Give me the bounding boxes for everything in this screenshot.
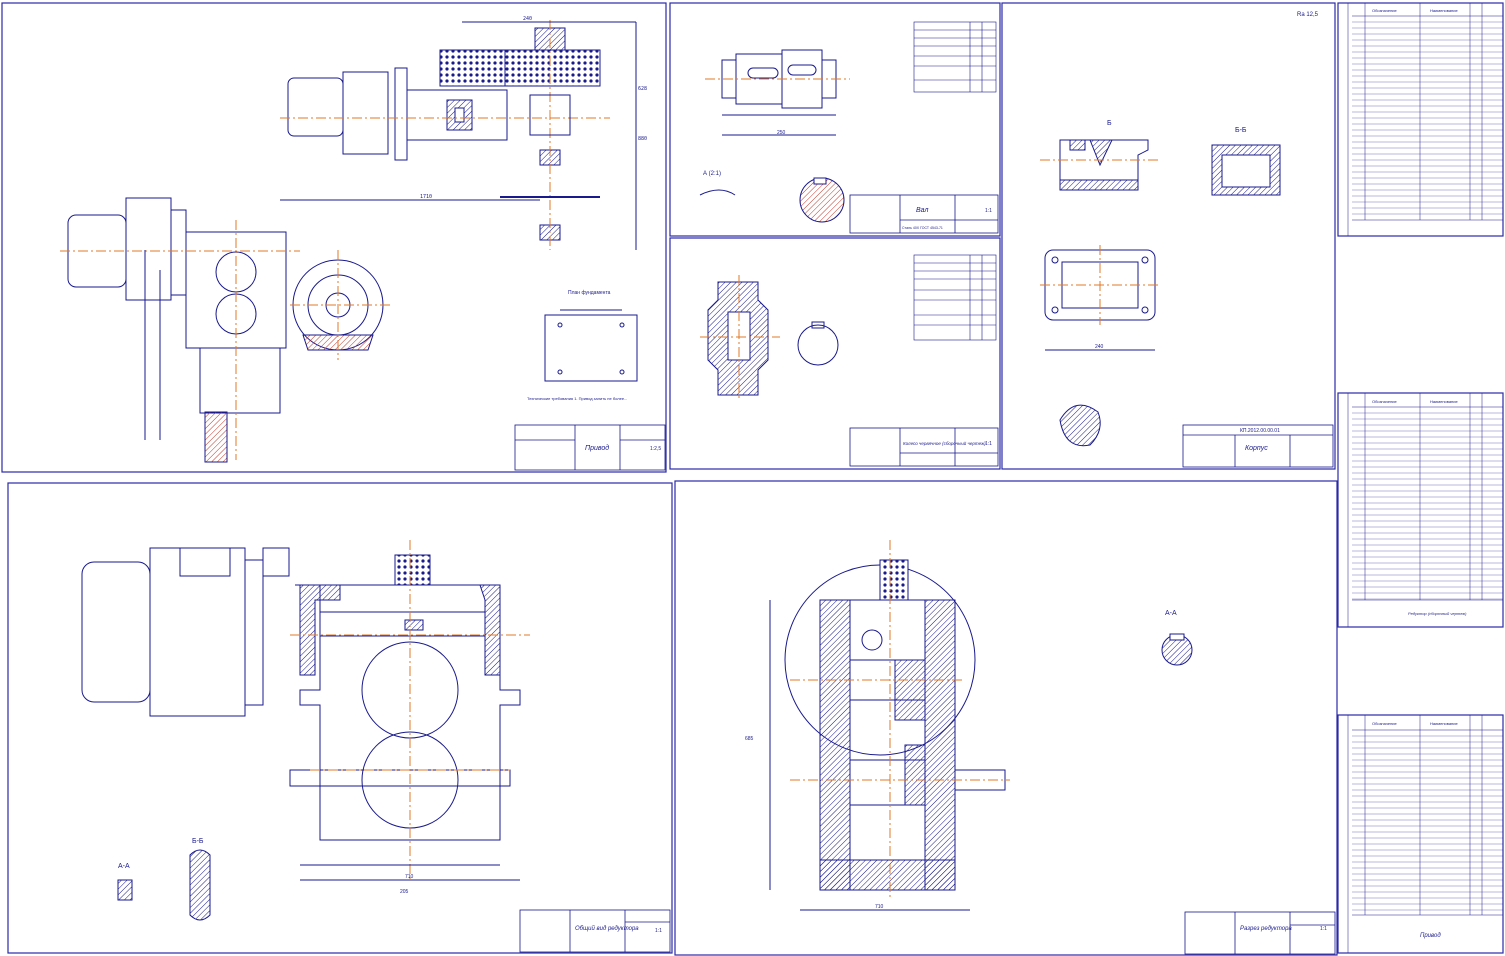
gearbox-section-drawing bbox=[769, 540, 1010, 911]
gearbox-section-scale: 1:1 bbox=[1320, 926, 1327, 932]
gearbox-dim-710: 710 bbox=[405, 874, 414, 880]
housing-section-label: Б-Б bbox=[1235, 127, 1247, 134]
shaft-material: Сталь 40Х ГОСТ 4543-71 bbox=[902, 226, 943, 230]
spec2-col-name: Наименование bbox=[1430, 399, 1459, 404]
gearbox-section-title: Разрез редуктора bbox=[1240, 926, 1292, 932]
wheel-title-block bbox=[849, 427, 999, 467]
housing-detail bbox=[1059, 404, 1101, 447]
drive-notes: Технические требования 1. Привод залить … bbox=[527, 396, 627, 401]
gearbox-section-views bbox=[117, 849, 211, 921]
wheel-drawing bbox=[700, 275, 839, 400]
gearbox-section-sheet: 710 685 А-А Разрез редуктора 1:1 bbox=[745, 540, 1336, 955]
housing-roughness: Ra 12,5 bbox=[1297, 12, 1319, 18]
spec-sheet-1 bbox=[1347, 3, 1503, 236]
gearbox-general-sheet: 710 205 А-А Б-Б Общий вид редуктора 1:1 bbox=[81, 540, 671, 953]
gearbox-body bbox=[289, 540, 530, 881]
section-dim-710: 710 bbox=[875, 904, 884, 910]
spec2-col-designation: Обозначение bbox=[1372, 399, 1398, 404]
section-aa-label: А-А bbox=[1165, 610, 1177, 617]
spec-sheet-1-rows bbox=[1352, 21, 1503, 215]
drive-dim-1710: 1710 bbox=[420, 194, 432, 200]
drive-title-block bbox=[514, 424, 666, 471]
section-dim-685: 685 bbox=[745, 736, 754, 742]
foundation-plan bbox=[544, 309, 638, 382]
drive-front-view bbox=[60, 197, 390, 463]
spec3-title: Привод bbox=[1420, 933, 1441, 939]
shaft-title-block bbox=[849, 194, 999, 234]
shaft-scale: 1:1 bbox=[985, 208, 992, 214]
drive-dim-880: 880 bbox=[638, 136, 647, 142]
drive-dim-628: 628 bbox=[638, 86, 647, 92]
housing-cut-b: Б bbox=[1107, 120, 1112, 127]
shaft-view-label: А (2:1) bbox=[703, 171, 721, 177]
gearbox-general-scale: 1:1 bbox=[655, 928, 662, 934]
gearbox-general-title-block bbox=[519, 909, 671, 953]
spec3-col-designation: Обозначение bbox=[1372, 721, 1398, 726]
shaft-dim-250: 250 bbox=[777, 130, 786, 136]
gearbox-dim-205: 205 bbox=[400, 889, 409, 895]
gearbox-motor bbox=[81, 547, 290, 717]
shaft-param-table bbox=[913, 21, 997, 93]
housing-section bbox=[1040, 139, 1160, 191]
shaft-sheet: 250 А (2:1) Вал Сталь 40Х ГОСТ 4543-71 1… bbox=[699, 21, 999, 234]
gearbox-view-aa: А-А bbox=[118, 863, 130, 870]
foundation-plan-title: План фундамента bbox=[568, 290, 611, 296]
spec-sheet-3-rows bbox=[1352, 735, 1503, 911]
housing-title-block bbox=[1182, 424, 1334, 468]
housing-code: КП.2012.00.00.01 bbox=[1240, 428, 1280, 434]
spec3-col-name: Наименование bbox=[1430, 721, 1459, 726]
shaft-title: Вал bbox=[916, 207, 928, 214]
housing-section-bb bbox=[1211, 144, 1281, 196]
spec-sheet-3 bbox=[1347, 715, 1503, 953]
wheel-param-table bbox=[913, 254, 997, 341]
housing-top-view bbox=[1040, 245, 1160, 351]
gearbox-view-bb: Б-Б bbox=[192, 838, 204, 845]
wheel-scale: 1:1 bbox=[985, 441, 992, 447]
drive-scale: 1:2,5 bbox=[650, 446, 661, 452]
spec-sheet-2 bbox=[1347, 393, 1503, 627]
spec-sheet-2-rows bbox=[1352, 412, 1503, 600]
housing-dim-240: 240 bbox=[1095, 344, 1104, 350]
drive-title: Привод bbox=[585, 444, 609, 452]
shaft-drawing bbox=[699, 49, 850, 223]
drive-dim-240: 240 bbox=[523, 16, 532, 22]
gearbox-section-title-block bbox=[1184, 911, 1336, 955]
spec2-title: Редуктор (сборочный чертеж) bbox=[1408, 611, 1467, 616]
drive-sheet: 240 1710 628 880 bbox=[60, 16, 666, 471]
gearbox-general-title: Общий вид редуктора bbox=[575, 925, 639, 932]
housing-title: Корпус bbox=[1245, 445, 1268, 452]
wheel-sheet: Колесо червячное (сборочный чертеж) 1:1 bbox=[700, 254, 999, 467]
wheel-title: Колесо червячное (сборочный чертеж) bbox=[903, 440, 986, 446]
drive-top-view bbox=[280, 20, 637, 250]
housing-sheet: Б Б-Б Ra 12,5 240 КП.2012.00.00. bbox=[1040, 12, 1334, 468]
spec1-col-name: Наименование bbox=[1430, 8, 1459, 13]
section-aa-detail bbox=[1161, 633, 1193, 666]
spec1-col-designation: Обозначение bbox=[1372, 8, 1398, 13]
